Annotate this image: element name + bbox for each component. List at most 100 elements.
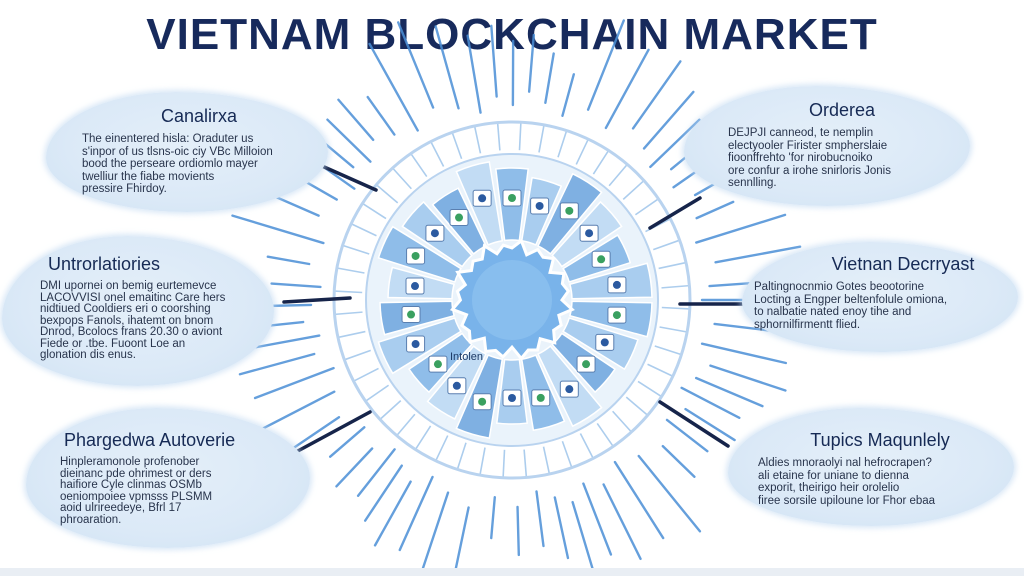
ray: [586, 19, 625, 111]
ray-inner: [456, 442, 467, 470]
logo-mark: [508, 394, 516, 402]
ray: [571, 500, 594, 570]
ray-inner: [557, 130, 568, 158]
ray: [680, 386, 741, 419]
panel-connectors: [282, 164, 754, 454]
ray-inner: [396, 413, 416, 437]
logo-tile-icon: [559, 380, 579, 398]
ray-inner: [435, 435, 449, 462]
ray-inner: [473, 125, 482, 154]
logo-tile-icon: [472, 189, 492, 207]
logo-tile-icon: [447, 377, 467, 395]
logo-mark: [597, 255, 606, 264]
logo-tile-icon: [576, 355, 596, 373]
panel-text: Aldies mnoraolyi nal hefrocrapen? ali et…: [758, 457, 936, 507]
panel-heading: Canalirxa: [160, 106, 238, 126]
logo-tile-icon: [502, 189, 522, 207]
ray-inner: [342, 244, 370, 255]
ray: [561, 73, 575, 117]
ray: [373, 480, 412, 547]
ray: [695, 200, 735, 220]
ray: [553, 496, 570, 560]
panel-middle-right: Vietnan Decrryast Paltingnocnmio Gotes b…: [742, 242, 1018, 352]
ray: [270, 282, 322, 289]
logo-mark: [433, 360, 442, 369]
ray-inner: [608, 163, 628, 187]
logo-mark: [585, 229, 594, 238]
ray: [665, 418, 709, 453]
ray: [516, 505, 521, 557]
ray: [695, 213, 787, 244]
ray-inner: [334, 311, 363, 316]
panel-text: Hinpleramonole profenober dieinanc pde o…: [60, 456, 213, 526]
logo-tile-icon: [591, 250, 611, 268]
ray-inner: [336, 267, 365, 274]
ray-inner: [410, 153, 428, 178]
ray: [661, 444, 696, 478]
ray-inner: [612, 410, 633, 433]
bottom-band: [0, 568, 1024, 576]
logo-tile-icon: [472, 393, 492, 411]
panel-text: Paltingnocnmio Gotes beootorine Locting …: [754, 281, 948, 331]
ray: [602, 483, 642, 561]
logo-tile-icon: [579, 224, 599, 242]
page-title: VIETNAM BLOCKCHAIN MARKET: [146, 10, 878, 59]
ring-segments: [377, 160, 653, 440]
panel-text: The einentered hisla: Oraduter us s'inpo…: [82, 133, 273, 195]
ray: [252, 390, 336, 435]
logo-tile-icon: [406, 247, 426, 265]
ray-inner: [451, 132, 463, 159]
ray-inner: [653, 239, 680, 251]
ray: [397, 21, 435, 109]
ray: [700, 342, 788, 365]
central-hub: Intolen: [449, 238, 575, 363]
logo-mark: [410, 282, 419, 291]
ray-inner: [353, 367, 379, 382]
panel-top-left: Canalirxa The einentered hisla: Oraduter…: [46, 92, 328, 212]
ray: [238, 352, 316, 376]
pointer-line-icon: [658, 400, 730, 448]
ray: [631, 60, 682, 130]
ray-inner: [518, 122, 522, 151]
ray-inner: [496, 122, 501, 151]
ray-inner: [502, 449, 506, 478]
panel-text: DMI upornei on bemig eurtemevce LACOVVIS…: [40, 280, 226, 361]
ray-inner: [523, 449, 528, 478]
pointer-line-icon: [320, 164, 378, 192]
ray-inner: [430, 141, 445, 167]
ray: [642, 90, 695, 150]
logo-mark: [478, 194, 487, 203]
logo-tile-icon: [401, 306, 421, 324]
logo-mark: [536, 393, 545, 402]
ray: [582, 482, 613, 556]
ray: [335, 447, 374, 488]
ray: [231, 214, 325, 245]
logo-mark: [411, 251, 420, 260]
pointer-line-icon: [294, 410, 372, 454]
pointer-line-icon: [648, 196, 702, 230]
logo-mark: [452, 381, 461, 390]
ray-inner: [479, 447, 486, 476]
ray-inner: [391, 167, 412, 190]
ray: [709, 364, 787, 392]
logo-tile-icon: [530, 197, 550, 215]
logo-mark: [565, 206, 574, 215]
ray-inner: [538, 124, 545, 153]
ray: [249, 334, 321, 350]
ray: [419, 491, 450, 576]
ray: [527, 33, 536, 93]
logo-mark: [612, 311, 621, 320]
ray-inner: [379, 400, 402, 421]
ray-inner: [362, 202, 387, 220]
ray: [328, 426, 366, 458]
logo-tile-icon: [607, 276, 627, 294]
ray-inner: [654, 345, 682, 356]
logo-tile-icon: [425, 224, 445, 242]
ray-inner: [334, 290, 363, 294]
logo-tile-icon: [428, 355, 448, 373]
logo-mark: [411, 340, 420, 349]
ray-inner: [659, 326, 688, 333]
ray: [649, 118, 701, 169]
ray: [490, 24, 498, 98]
